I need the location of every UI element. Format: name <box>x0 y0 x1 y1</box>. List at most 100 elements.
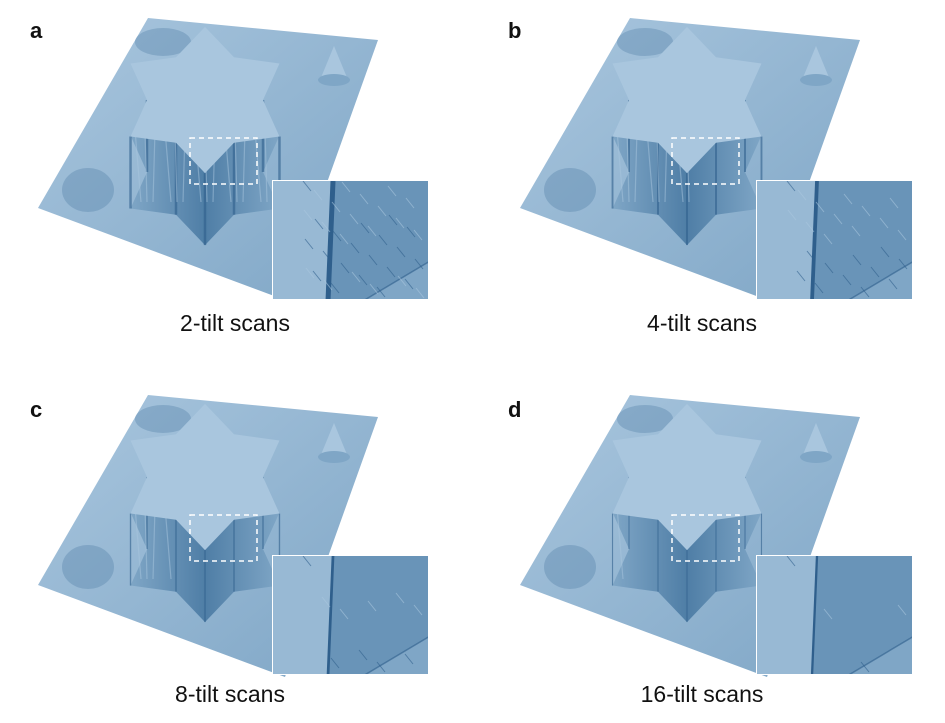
inset-noise <box>414 258 424 270</box>
cone-top-right <box>802 423 830 457</box>
scan-render-a <box>38 18 378 300</box>
scan-render-c <box>38 395 378 677</box>
inset-noise <box>341 181 351 193</box>
inset-right-wall <box>328 556 428 674</box>
inset-left-wall <box>273 556 333 674</box>
inset-noise <box>814 282 824 294</box>
scan-artifact <box>254 129 262 203</box>
inset-noise <box>824 262 834 274</box>
inset-noise <box>897 604 907 616</box>
inset-noise <box>304 238 314 250</box>
inset-noise <box>797 189 807 201</box>
scan-artifact <box>144 506 148 580</box>
inset-noise <box>312 270 322 282</box>
inset-noise <box>796 270 806 282</box>
inset-noise <box>332 230 342 242</box>
zoom-inset-a <box>272 180 429 300</box>
panel-d: d 16-tilt scans <box>472 361 944 722</box>
scan-artifact <box>144 129 148 203</box>
inset-noise <box>898 258 908 270</box>
inset-crease <box>325 181 336 299</box>
gear-top-face <box>612 26 762 174</box>
dimple-top-left <box>135 28 191 56</box>
dimple-bottom-left <box>62 168 114 212</box>
inset-left-wall <box>757 181 817 299</box>
inset-noise <box>302 556 312 567</box>
caption-a: 2-tilt scans <box>180 310 290 336</box>
inset-noise <box>350 242 360 254</box>
inset-noise <box>852 254 862 266</box>
dimple-top-left <box>135 405 191 433</box>
inset-noise <box>879 217 889 229</box>
inset-noise <box>842 274 852 286</box>
inset-noise <box>786 556 796 567</box>
inset-noise <box>897 229 907 241</box>
gear-top-face <box>612 403 762 551</box>
caption-b: 4-tilt scans <box>647 310 757 336</box>
inset-noise <box>404 653 414 665</box>
zoom-inset-c <box>272 555 429 675</box>
inset-noise <box>386 266 396 278</box>
inset-noise <box>861 205 871 217</box>
inset-noise <box>413 604 423 616</box>
scan-artifact <box>616 129 624 203</box>
zoom-inset-d <box>756 555 913 675</box>
inset-noise <box>340 262 350 274</box>
panel-b: b 4-tilt scans <box>472 0 944 361</box>
inset-noise <box>870 266 880 278</box>
scan-artifact <box>646 129 654 203</box>
inset-noise <box>330 282 340 294</box>
scan-artifact <box>152 129 156 203</box>
inset-noise <box>833 213 843 225</box>
inset-crease <box>810 181 819 299</box>
panel-label-b: b <box>508 18 522 43</box>
inset-noise <box>406 226 416 238</box>
inset-noise <box>823 608 833 620</box>
inset-noise <box>805 221 815 233</box>
inset-noise <box>388 214 398 226</box>
cone-base <box>318 451 350 463</box>
inset-noise <box>395 592 405 604</box>
gear-top-face <box>130 403 280 551</box>
caption-d: 16-tilt scans <box>640 681 764 707</box>
inset-noise <box>413 229 423 241</box>
scan-artifact <box>616 506 624 580</box>
inset-noise <box>806 250 816 262</box>
scan-artifact <box>242 129 246 203</box>
cone-top-right <box>320 423 348 457</box>
inset-noise <box>339 233 349 245</box>
panel-label-c: c <box>30 397 43 422</box>
inset-noise <box>313 189 323 201</box>
inset-noise <box>377 205 387 217</box>
inset-noise <box>851 225 861 237</box>
scan-artifact <box>626 129 630 203</box>
cone-base <box>800 74 832 86</box>
inset-noise <box>367 225 377 237</box>
inset-noise <box>787 209 797 221</box>
scan-artifact <box>152 506 156 580</box>
inset-noise <box>303 209 313 221</box>
inset-noise <box>404 278 414 290</box>
inset-crease <box>326 556 335 674</box>
inset-noise <box>331 201 341 213</box>
scan-artifact <box>264 129 268 203</box>
inset-noise <box>314 218 324 230</box>
inset-noise <box>405 197 415 209</box>
scan-artifact <box>164 129 172 203</box>
inset-noise <box>888 278 898 290</box>
dimple-bottom-left <box>544 545 596 589</box>
inset-noise <box>323 279 333 291</box>
zoom-selection-box <box>189 137 258 185</box>
inset-noise <box>349 213 359 225</box>
inset-noise <box>395 217 405 229</box>
inset-noise <box>376 286 386 298</box>
inset-noise <box>415 287 425 299</box>
cone-base <box>800 451 832 463</box>
inset-noise <box>378 234 388 246</box>
scan-artifact <box>134 506 142 580</box>
inset-ledge <box>364 636 428 674</box>
inset-noise <box>843 193 853 205</box>
inset-noise <box>302 181 312 192</box>
inset-noise <box>358 649 368 661</box>
dimple-bottom-left <box>62 545 114 589</box>
